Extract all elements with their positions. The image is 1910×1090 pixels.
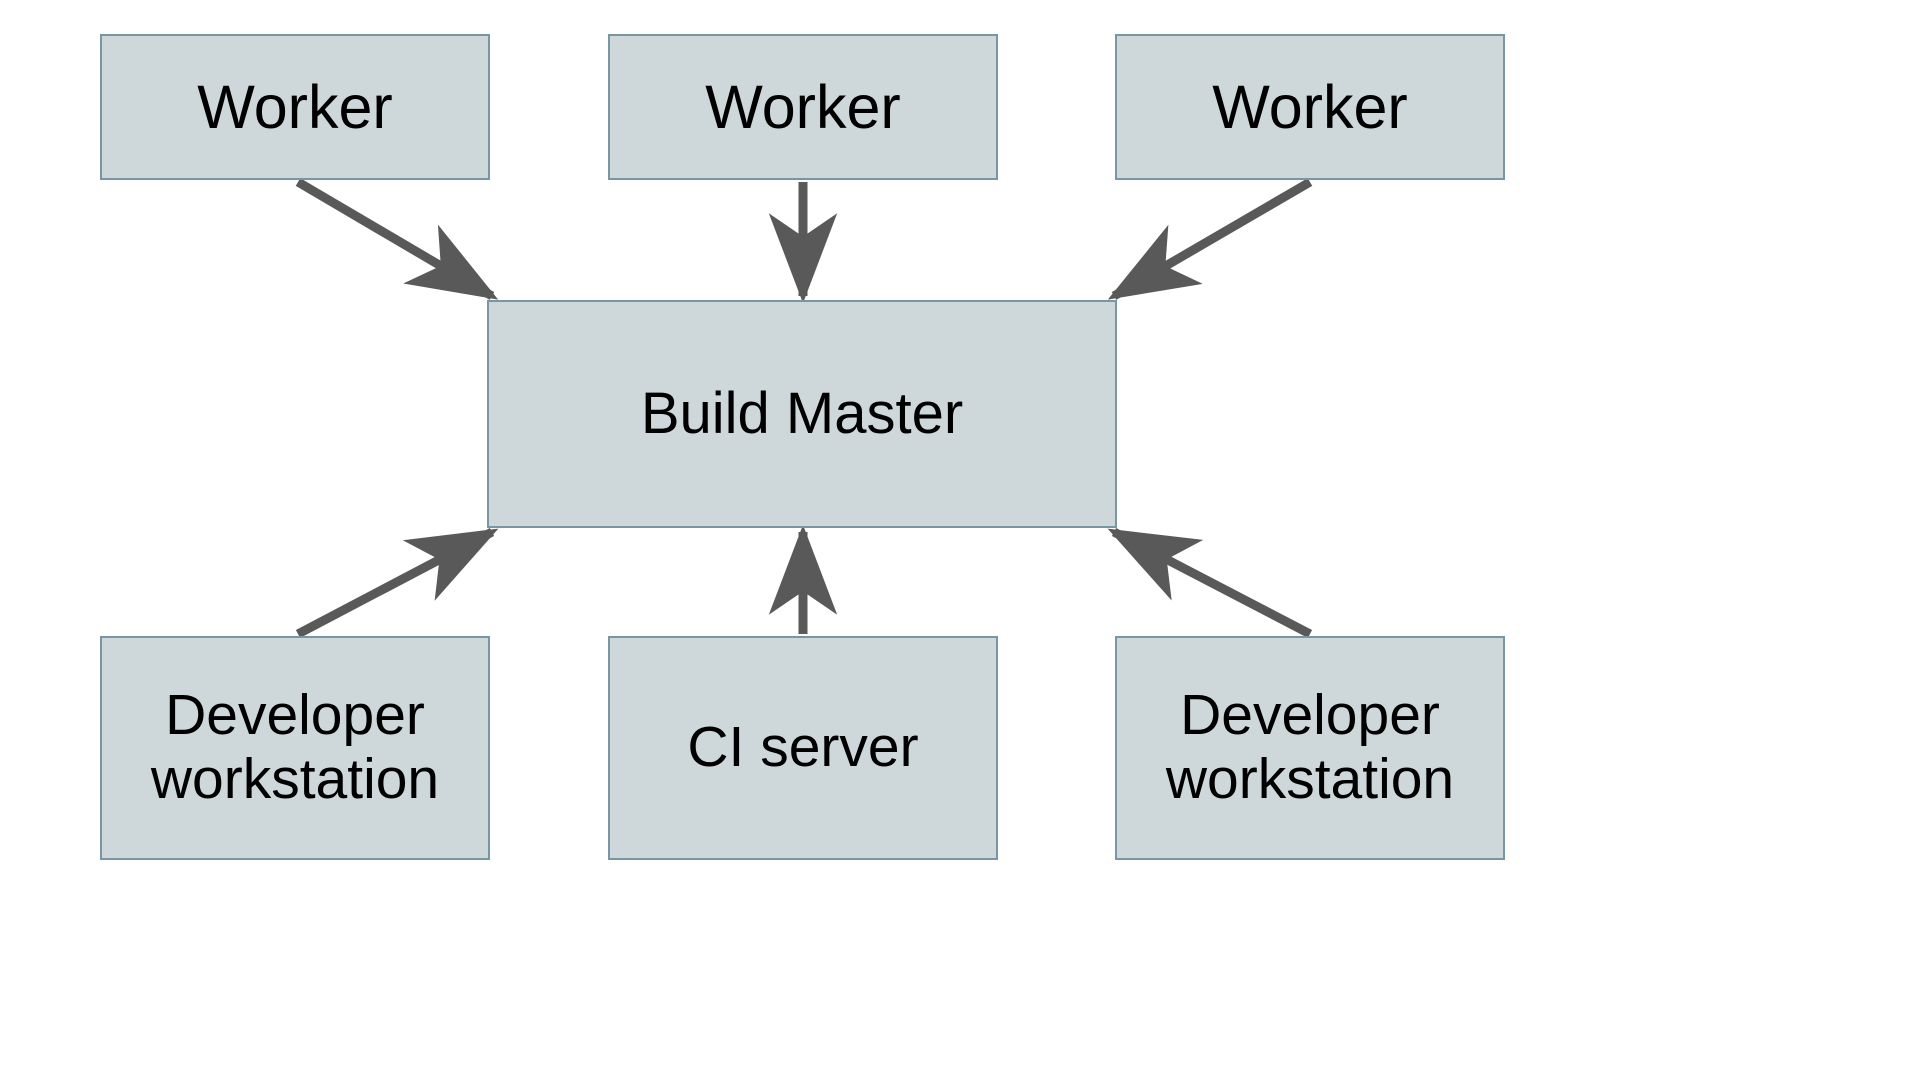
node-ci-server-label: CI server bbox=[687, 715, 919, 780]
node-developer-workstation-left[interactable]: Developer workstation bbox=[100, 636, 490, 860]
node-worker-3[interactable]: Worker bbox=[1115, 34, 1505, 180]
node-developer-workstation-right[interactable]: Developer workstation bbox=[1115, 636, 1505, 860]
node-ci-server[interactable]: CI server bbox=[608, 636, 998, 860]
node-worker-1-label: Worker bbox=[197, 72, 393, 141]
edge-worker-1-to-build-master bbox=[295, 178, 499, 300]
node-worker-3-label: Worker bbox=[1212, 72, 1408, 141]
node-worker-1[interactable]: Worker bbox=[100, 34, 490, 180]
node-build-master[interactable]: Build Master bbox=[487, 300, 1117, 528]
node-developer-workstation-right-label: Developer workstation bbox=[1165, 683, 1455, 811]
node-developer-workstation-left-label: Developer workstation bbox=[150, 683, 440, 811]
node-build-master-label: Build Master bbox=[640, 380, 964, 446]
node-worker-2[interactable]: Worker bbox=[608, 34, 998, 180]
edge-worker-3-to-build-master bbox=[1107, 178, 1313, 300]
edge-dev-ws-2-to-build-master bbox=[1107, 528, 1313, 638]
node-worker-2-label: Worker bbox=[705, 72, 901, 141]
edge-dev-ws-1-to-build-master bbox=[295, 528, 499, 638]
